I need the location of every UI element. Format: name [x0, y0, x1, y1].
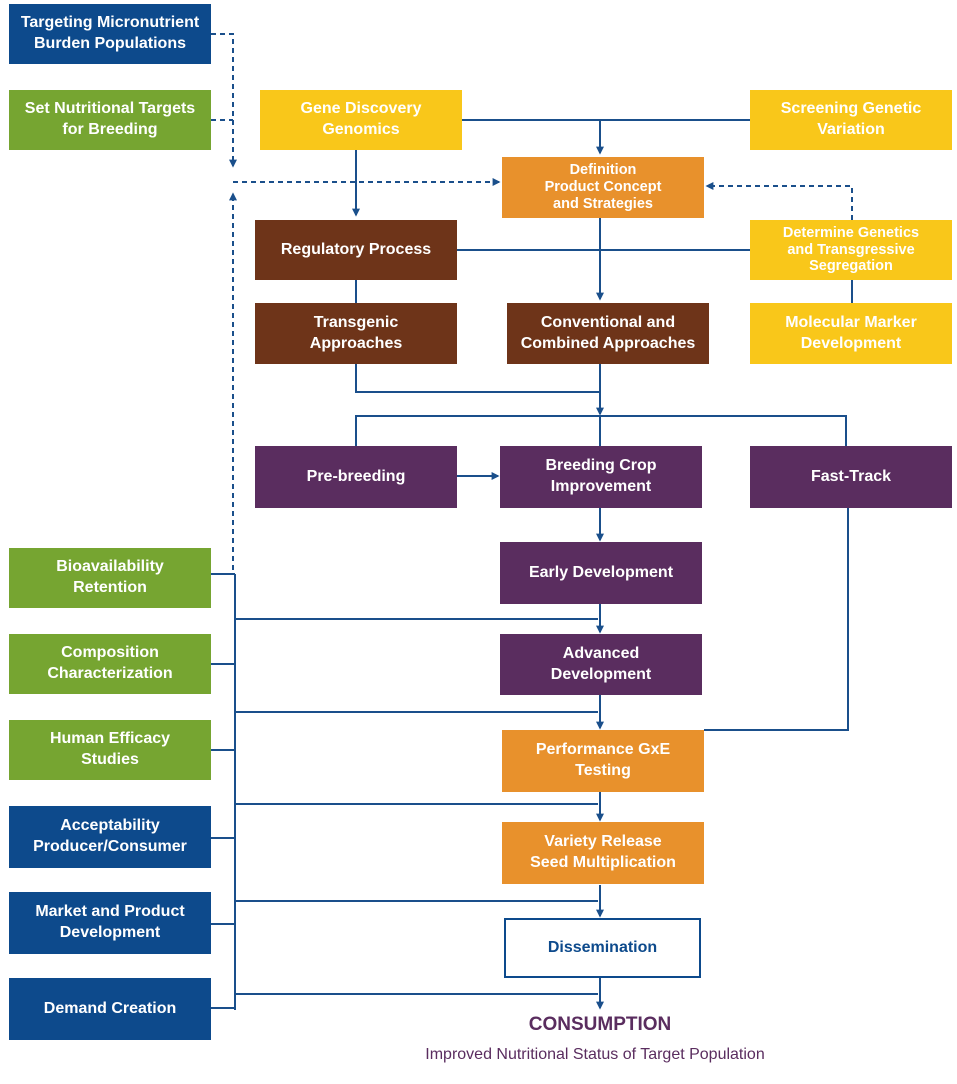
- box-line: Transgenic: [313, 313, 399, 331]
- box-line: Determine Genetics: [782, 224, 920, 241]
- box-line: Targeting Micronutrient: [20, 14, 200, 32]
- box-line: Screening Genetic: [780, 100, 922, 118]
- box-line: Market and Product: [35, 903, 185, 921]
- box-line: Burden Populations: [34, 35, 186, 52]
- regulatory-process-box: Regulatory Process: [255, 220, 457, 280]
- box-line: Product Concept: [544, 179, 662, 196]
- box-line: for Breeding: [62, 121, 158, 138]
- box-line: Improvement: [550, 478, 652, 495]
- connector-targeting-dashed: [211, 33, 237, 168]
- box-line: Gene Discovery: [300, 100, 422, 118]
- box-line: Human Efficacy: [49, 730, 171, 748]
- box-line: Genomics: [322, 121, 400, 138]
- box-line: Segregation: [809, 258, 893, 275]
- box-line: Conventional and: [540, 313, 676, 331]
- consumption-title: CONSUMPTION: [528, 1014, 672, 1035]
- box-line: Approaches: [309, 334, 403, 352]
- box-line: Acceptability: [60, 817, 160, 835]
- box-line: Breeding Crop: [545, 457, 657, 475]
- box-line: Development: [550, 665, 652, 683]
- box-line: Definition: [569, 162, 637, 179]
- box-line: Advanced: [562, 644, 640, 662]
- box-line: Retention: [73, 579, 147, 596]
- fast-track-box: Fast-Track: [750, 446, 952, 508]
- box-line: Combined Approaches: [520, 334, 696, 352]
- box-line: and Strategies: [553, 195, 653, 212]
- pre-breeding-box: Pre-breeding: [255, 446, 457, 508]
- box-line: Composition: [61, 644, 159, 662]
- box-line: Producer/Consumer: [33, 838, 187, 855]
- box-line: and Transgressive: [787, 241, 915, 258]
- box-line: Set Nutritional Targets: [24, 100, 196, 118]
- demand-creation-box: Demand Creation: [9, 978, 211, 1040]
- box-line: Pre-breeding: [306, 467, 406, 485]
- box-line: Fast-Track: [810, 467, 892, 485]
- box-line: Bioavailability: [56, 558, 164, 576]
- box-line: Dissemination: [547, 938, 658, 956]
- box-line: Demand Creation: [43, 999, 177, 1017]
- box-line: Molecular Marker: [785, 313, 917, 331]
- connector-determine-to-definition-dashed: [705, 182, 853, 220]
- box-line: Development: [800, 334, 902, 352]
- box-line: Regulatory Process: [280, 240, 432, 258]
- box-line: Studies: [81, 751, 139, 768]
- connector-fasttrack-to-performance: [704, 508, 849, 731]
- box-line: Variation: [817, 121, 885, 138]
- box-line: Development: [59, 924, 161, 941]
- consumption-subtitle: Improved Nutritional Status of Target Po…: [425, 1046, 765, 1063]
- connector-transgenic-merge: [355, 364, 600, 393]
- box-line: Seed Multiplication: [530, 854, 676, 871]
- nutritional-targets-box: Set Nutritional Targets for Breeding: [9, 90, 211, 150]
- dissemination-box: Dissemination: [504, 918, 701, 978]
- box-line: Variety Release: [544, 833, 662, 851]
- box-line: Testing: [575, 762, 631, 779]
- box-line: Early Development: [528, 563, 674, 581]
- box-line: Characterization: [47, 665, 173, 682]
- early-development-box: Early Development: [500, 542, 702, 604]
- performance-testing-box: Performance GxE Testing: [502, 730, 704, 792]
- box-line: Performance GxE: [535, 741, 671, 759]
